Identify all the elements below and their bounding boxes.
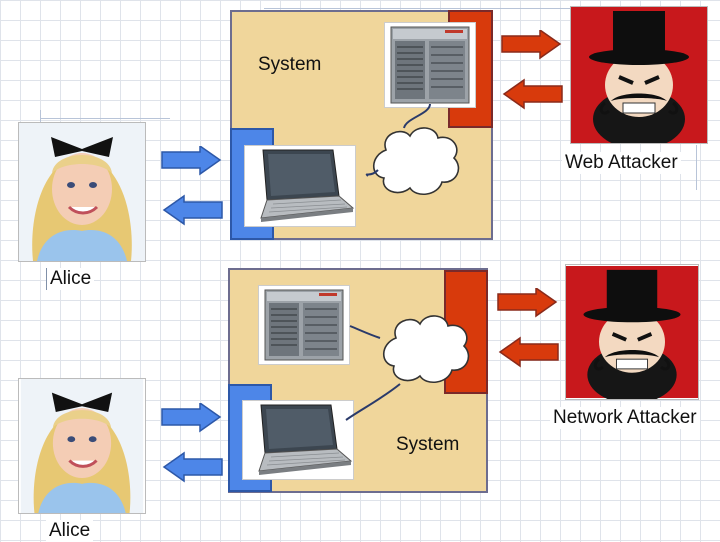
laptop-icon <box>244 145 356 227</box>
arrow-right-icon <box>161 146 222 176</box>
attacker-icon <box>565 264 699 404</box>
arrow-left-icon <box>502 78 563 110</box>
system-label: System <box>258 54 322 75</box>
user-photo <box>18 122 146 262</box>
user-label: Alice <box>46 520 94 542</box>
attacker-arrows <box>497 288 559 368</box>
attacker-label: Network Attacker <box>550 407 700 429</box>
arrow-left-icon <box>162 451 223 483</box>
arrow-right-icon <box>501 30 562 60</box>
user-arrows <box>161 146 223 226</box>
user-arrows <box>161 403 223 483</box>
server-icon <box>258 285 350 365</box>
guide-line <box>696 145 697 190</box>
guide-line <box>40 110 41 124</box>
arrow-right-icon <box>497 288 558 318</box>
arrow-left-icon <box>162 194 223 226</box>
server-icon <box>384 22 476 108</box>
user-photo <box>18 378 146 514</box>
arrow-left-icon <box>498 336 559 368</box>
guide-line <box>264 8 704 9</box>
guide-line <box>40 118 170 119</box>
system-label: System <box>396 434 460 455</box>
attacker-arrows <box>501 30 563 110</box>
user-label: Alice <box>46 268 95 290</box>
arrow-right-icon <box>161 403 222 433</box>
laptop-icon <box>242 400 354 480</box>
network-cloud-icon <box>366 120 466 202</box>
network-cloud-icon <box>376 308 476 390</box>
attacker-icon <box>570 6 708 149</box>
attacker-label: Web Attacker <box>562 152 681 174</box>
